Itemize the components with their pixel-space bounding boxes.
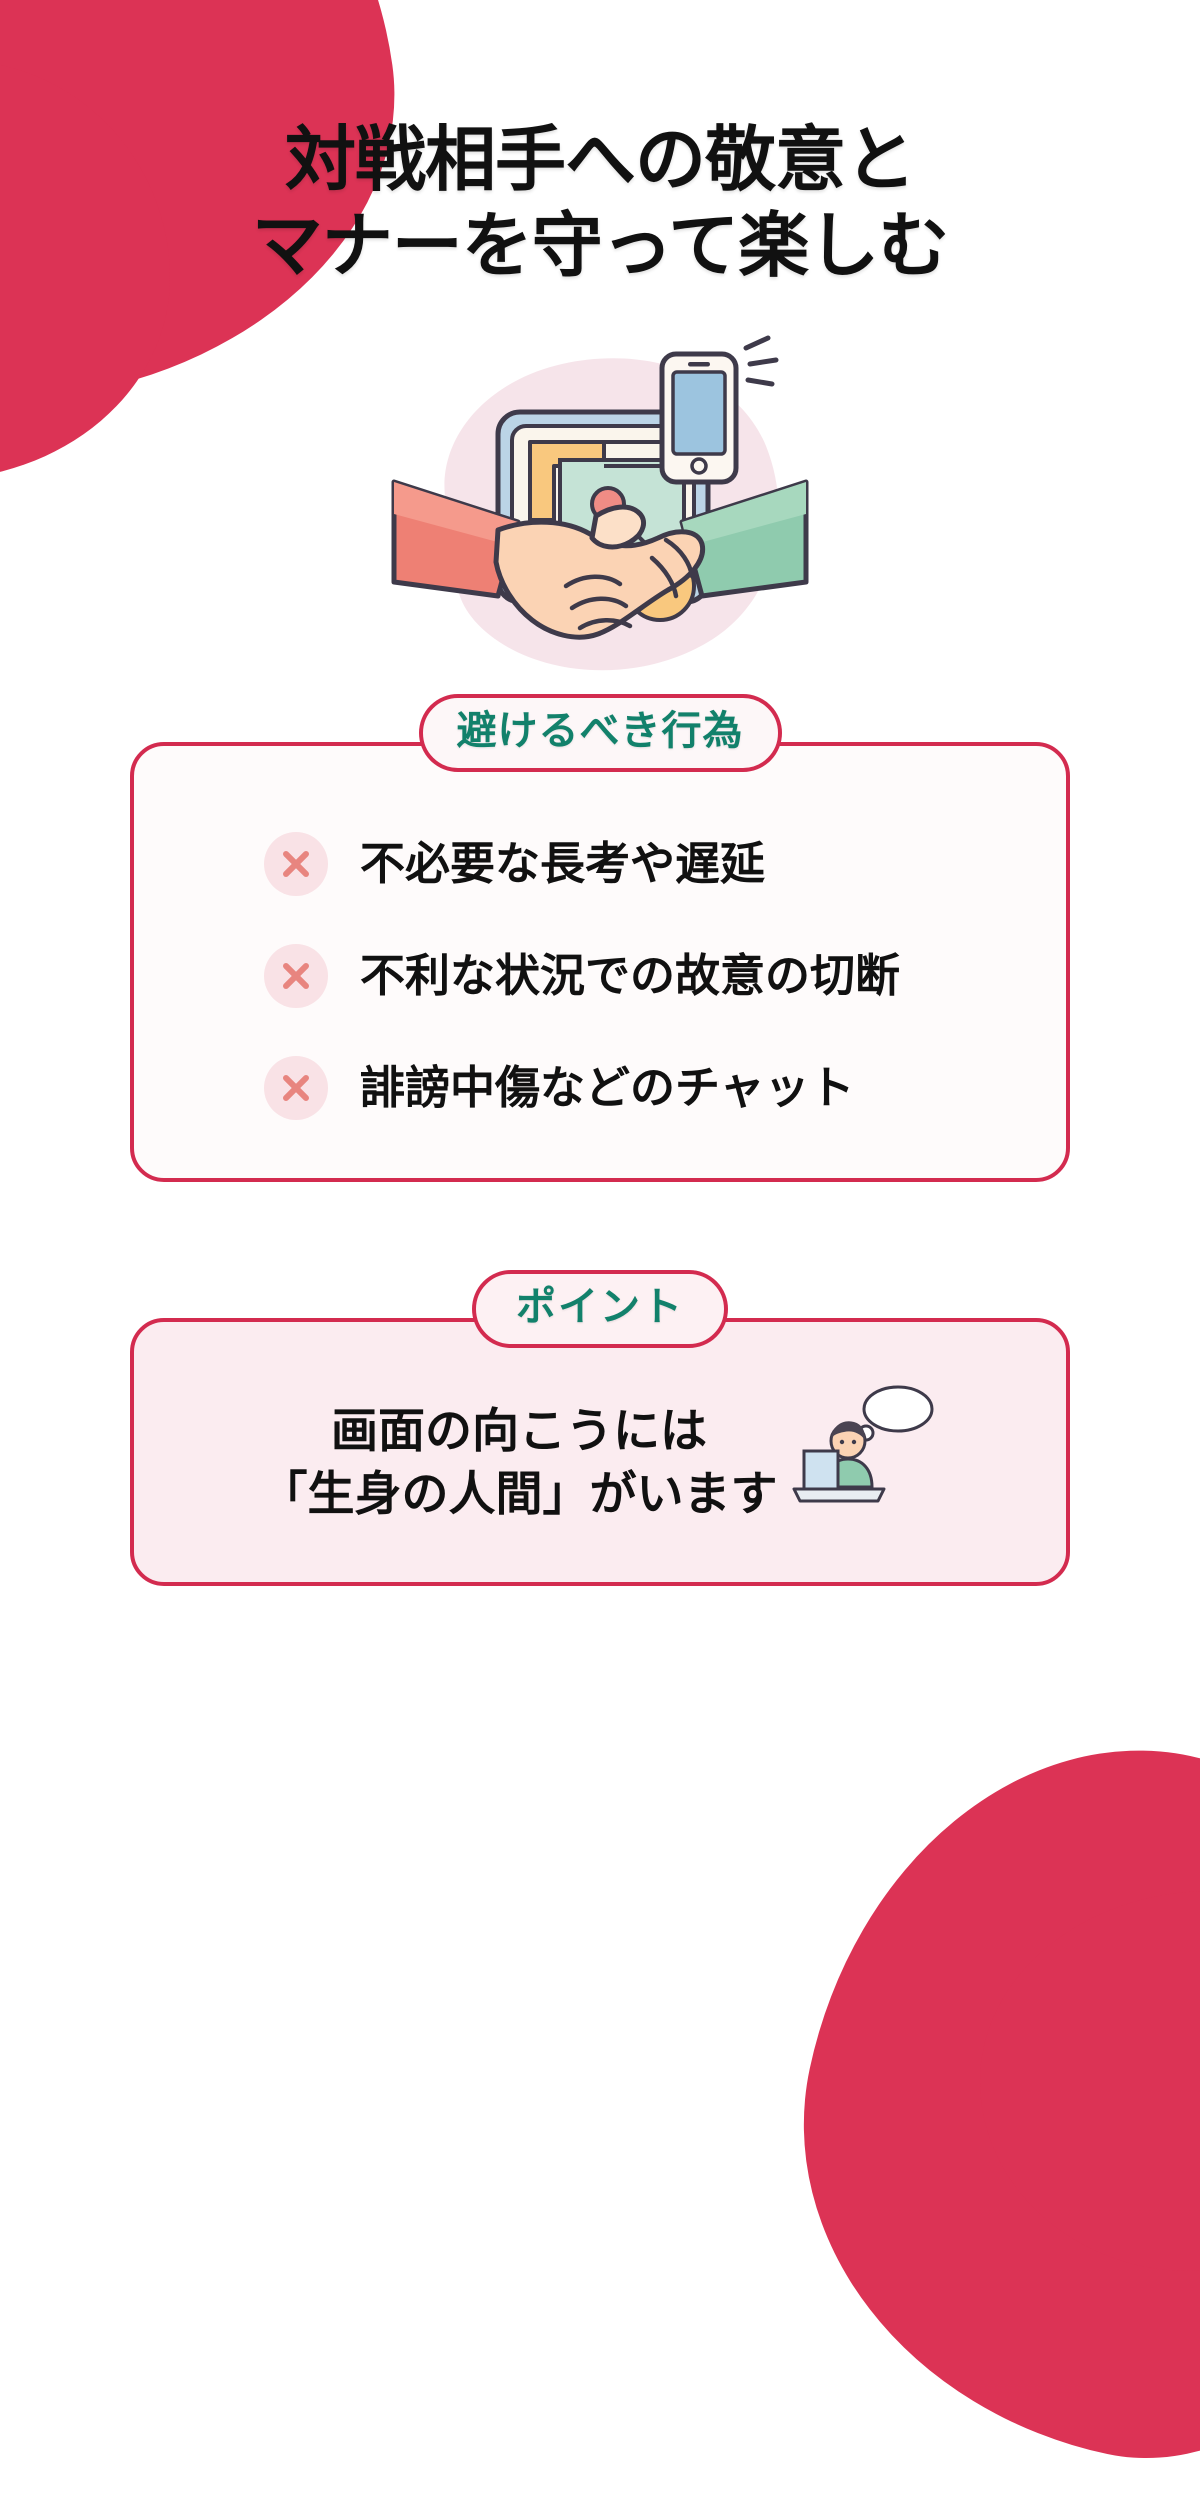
point-content: 画面の向こうには 「生身の人間」がいます <box>221 1385 980 1526</box>
x-mark-icon <box>264 943 328 1008</box>
avoid-section-badge: 避けるべき行為 <box>418 693 782 772</box>
title-line-2: マナーを守って楽しむ <box>251 206 949 286</box>
list-item: 不利な状況での故意の切断 <box>264 943 1066 1008</box>
handshake-over-game-board-illustration <box>391 335 809 671</box>
point-section-badge: ポイント <box>472 1269 728 1348</box>
infographic-page: 対戦相手への敬意と マナーを守って楽しむ <box>0 0 1200 1586</box>
point-card: 画面の向こうには 「生身の人間」がいます <box>130 1317 1070 1586</box>
list-item-label: 不利な状況での故意の切断 <box>360 949 901 1001</box>
avoid-badge-row: 避けるべき行為 <box>0 693 1200 772</box>
page-title: 対戦相手への敬意と マナーを守って楽しむ <box>0 0 1200 290</box>
list-item: 誹謗中傷などのチャット <box>264 1055 1066 1120</box>
point-line-1: 画面の向こうには <box>331 1403 707 1457</box>
point-badge-row: ポイント <box>0 1269 1200 1348</box>
person-at-laptop-thinking-illustration <box>792 1385 940 1515</box>
list-item: 不必要な長考や遅延 <box>264 831 1066 896</box>
avoid-section: 避けるべき行為 不必要な長考や遅延 <box>0 693 1200 1182</box>
x-mark-icon <box>264 1055 328 1120</box>
point-text-block: 画面の向こうには 「生身の人間」がいます <box>261 1400 778 1526</box>
avoid-card: 不必要な長考や遅延 不利な状況での故意の切断 <box>130 741 1070 1182</box>
point-line-2: 「生身の人間」がいます <box>260 1466 778 1520</box>
list-item-label: 不必要な長考や遅延 <box>360 837 766 889</box>
point-section: ポイント 画面の向こうには 「生身の人間」がいます <box>0 1269 1200 1586</box>
list-item-label: 誹謗中傷などのチャット <box>360 1061 855 1113</box>
x-mark-icon <box>264 831 328 896</box>
title-line-1: 対戦相手への敬意と <box>284 121 916 200</box>
avoid-list: 不必要な長考や遅延 不利な状況での故意の切断 <box>134 831 1066 1120</box>
hero-illustration <box>0 334 1200 694</box>
